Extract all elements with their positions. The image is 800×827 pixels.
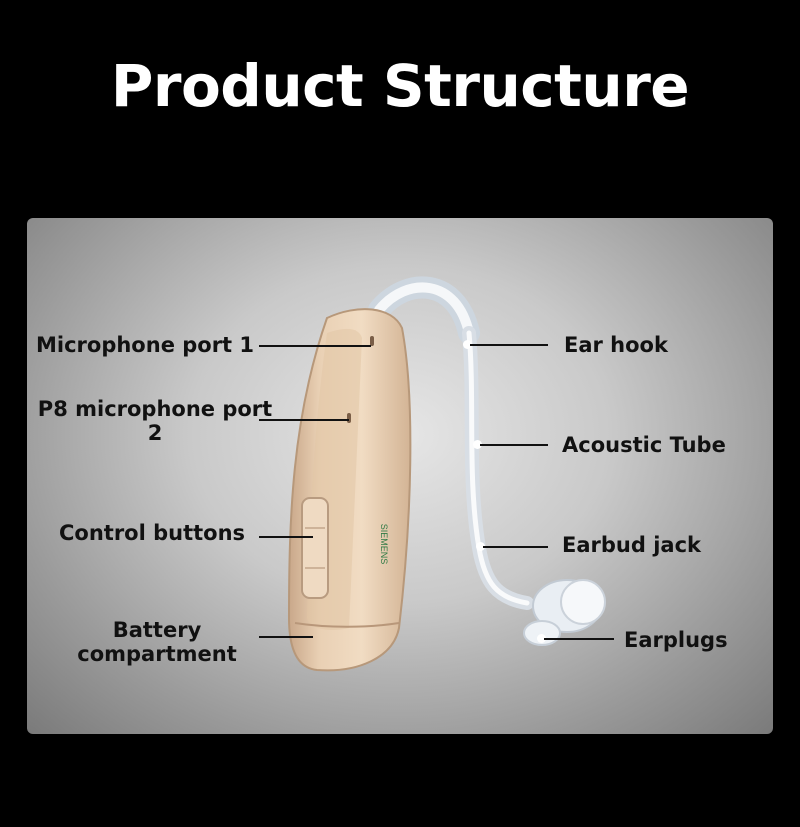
control-button [301, 497, 329, 599]
earplugs-marker [537, 634, 546, 643]
ear-hook-marker [463, 340, 472, 349]
leader-line-control-buttons [259, 536, 313, 538]
earplug [523, 579, 606, 646]
label-acoustic-tube: Acoustic Tube [562, 433, 726, 457]
label-earbud-jack: Earbud jack [562, 533, 701, 557]
leader-line-microphone-port-2 [259, 419, 349, 421]
microphone-port-2 [347, 413, 351, 423]
label-earplugs: Earplugs [624, 628, 728, 652]
leader-line-microphone-port-1 [259, 345, 371, 347]
label-battery-compartment: Battery compartment [77, 618, 237, 666]
leader-line-battery-compartment [259, 636, 313, 638]
acoustic-tube-marker [473, 440, 482, 449]
page-title: Product Structure [110, 52, 690, 120]
label-microphone-port-1: Microphone port 1 [36, 333, 255, 357]
leader-line-earplugs [544, 638, 614, 640]
leader-line-acoustic-tube [480, 444, 548, 446]
label-p8-microphone-port-2: P8 microphone port 2 [37, 397, 273, 445]
brand-logo: SIEMENS [379, 524, 389, 565]
hearing-aid-illustration: SIEMENS [287, 276, 606, 672]
label-control-buttons: Control buttons [59, 521, 246, 545]
earbud-jack-marker [476, 542, 485, 551]
diagram-panel: SIEMENS Microphone port 1 P8 microphone … [27, 218, 773, 734]
label-ear-hook: Ear hook [564, 333, 668, 357]
acoustic-tube [462, 326, 534, 610]
leader-line-earbud-jack [483, 546, 548, 548]
microphone-port-1 [370, 336, 374, 346]
leader-line-ear-hook [470, 344, 548, 346]
